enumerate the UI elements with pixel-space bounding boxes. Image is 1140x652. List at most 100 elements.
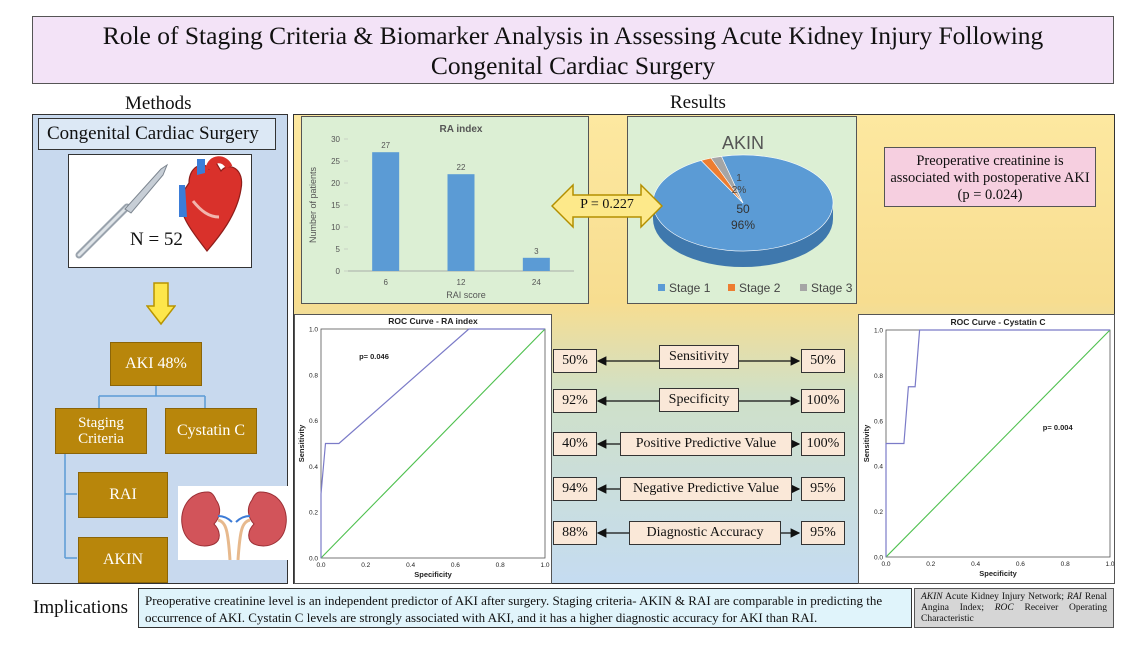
abbr-rai-def: Renal Angina Index; (921, 592, 1107, 613)
pie-legend-label: Stage 2 (739, 281, 781, 295)
roc-x-tick-label: 0.0 (881, 561, 890, 568)
bar-x-tick-label: 12 (457, 278, 466, 287)
roc-cystatin-chart: ROC Curve - Cystatin C 0.00.0 0.2 0.2 0.4 0.4… (862, 317, 1115, 578)
roc-y-tick-label: 0.0 (309, 556, 318, 563)
roc-x-tick-label: 0.6 (451, 562, 460, 569)
roc-y-tick-label: 0.2 (309, 510, 318, 517)
bar-12 (447, 174, 475, 271)
npv-label: Negative Predictive Value (620, 477, 792, 501)
cystatin-box: Cystatin C (165, 408, 257, 454)
roc-reference-line (320, 328, 546, 559)
bar-y-axis-label: Number of patients (308, 166, 318, 243)
bar-24 (522, 257, 550, 271)
accuracy-rai: 88% (553, 521, 597, 545)
roc-y-tick-label: 0.6 (309, 418, 318, 425)
pie-main-value: 50 (736, 202, 750, 216)
roc-y-tick-label: 0.8 (874, 373, 883, 380)
roc-x-tick-label: 1.0 (540, 562, 549, 569)
bar-data-label: 27 (381, 141, 390, 150)
rai-box: RAI (78, 472, 168, 518)
tree-connectors (64, 386, 206, 559)
pie-legend-label: Stage 3 (811, 281, 853, 295)
pie-slice-stage-3 (710, 156, 744, 204)
pie-legend-swatch (728, 284, 735, 291)
roc-title: ROC Curve - Cystatin C (951, 317, 1046, 327)
scalpel-icon (75, 163, 169, 259)
creatinine-line-3: (p = 0.024) (957, 187, 1023, 203)
implications-text: Preoperative creatinine level is an inde… (138, 588, 912, 628)
roc-curve (885, 329, 1110, 557)
npv-cystatin: 95% (801, 477, 845, 501)
specificity-cystatin: 100% (801, 389, 845, 413)
bar-y-tick-label: 25 (331, 157, 340, 166)
roc-x-axis-label: Specificity (414, 570, 452, 579)
results-heading: Results (670, 92, 726, 113)
roc-y-axis-label: Sensitivity (862, 424, 871, 462)
kidneys-icon (178, 486, 290, 560)
staging-line-2: Criteria (78, 431, 124, 447)
roc-title: ROC Curve - RA index (388, 316, 478, 326)
roc-x-tick-label: 1.0 (1105, 561, 1114, 568)
bar-x-tick-label: 6 (383, 278, 388, 287)
pie-legend-label: Stage 1 (669, 281, 711, 295)
roc-x-tick-label: 0.6 (1016, 561, 1025, 568)
bar-x-tick-label: 24 (532, 278, 541, 287)
roc-p-value: p= 0.004 (1043, 423, 1074, 432)
npv-rai: 94% (553, 477, 597, 501)
roc-y-tick-label: 0.4 (874, 464, 883, 471)
bar-6 (372, 152, 400, 271)
roc-x-tick-label: 0.0 (316, 562, 325, 569)
pie-main-pct: 96% (731, 218, 755, 232)
specificity-label: Specificity (659, 388, 739, 412)
implications-label: Implications (33, 597, 128, 618)
pie-legend-swatch (800, 284, 807, 291)
pie-legend-swatch (658, 284, 665, 291)
abbr-akin-def: Acute Kidney Injury Network; (942, 592, 1068, 602)
roc-y-tick-label: 0.8 (309, 372, 318, 379)
sample-size: N = 52 (128, 229, 185, 251)
roc-x-tick-label: 0.8 (1061, 561, 1070, 568)
sensitivity-label: Sensitivity (659, 345, 739, 369)
title-line-2: Congenital Cardiac Surgery (430, 51, 716, 80)
roc-x-axis-label: Specificity (979, 569, 1017, 578)
ppv-cystatin: 100% (801, 432, 845, 456)
roc-y-tick-label: 0.4 (309, 464, 318, 471)
roc-x-tick-label: 0.8 (496, 562, 505, 569)
akin-box: AKIN (78, 537, 168, 583)
creatinine-line-2: associated with postoperative AKI (890, 170, 1090, 186)
methods-heading: Methods (125, 93, 192, 114)
bar-y-tick-label: 5 (336, 245, 341, 254)
roc-rai-chart: ROC Curve - RA index0.00.00.20.20.40.40.… (297, 316, 550, 579)
roc-plot-frame (320, 328, 546, 559)
heart-icon (179, 156, 243, 252)
roc-y-tick-label: 0.0 (874, 555, 883, 562)
bar-chart-title: RA index (440, 124, 483, 135)
metrics-table: 50% Sensitivity 50% 92% Specificity 100%… (553, 345, 845, 545)
roc-x-tick-label: 0.2 (361, 562, 370, 569)
creatinine-line-1: Preoperative creatinine is (916, 153, 1064, 169)
pie-small-value: 1 (736, 173, 742, 184)
bar-y-tick-label: 15 (331, 201, 340, 210)
staging-criteria-box: Staging Criteria (55, 408, 147, 454)
pie-side (653, 203, 833, 267)
scalpel-heart-image (75, 156, 243, 259)
surgery-label: Congenital Cardiac Surgery (38, 118, 276, 150)
aki-percent-box: AKI 48% (110, 342, 202, 386)
ppv-rai: 40% (553, 432, 597, 456)
accuracy-cystatin: 95% (801, 521, 845, 545)
roc-y-tick-label: 0.2 (874, 509, 883, 516)
abbreviations-box: AKIN Acute Kidney Injury Network; RAI Re… (914, 588, 1114, 628)
roc-x-tick-label: 0.4 (971, 561, 980, 568)
bar-data-label: 22 (457, 163, 466, 172)
bar-y-tick-label: 10 (331, 223, 340, 232)
poster-title: Role of Staging Criteria & Biomarker Ana… (32, 16, 1114, 84)
abbr-roc-def: Receiver Operating Characteristic (921, 603, 1107, 624)
roc-y-tick-label: 1.0 (874, 328, 883, 335)
roc-x-tick-label: 0.2 (926, 561, 935, 568)
creatinine-finding-box: Preoperative creatinine is associated wi… (884, 147, 1096, 207)
